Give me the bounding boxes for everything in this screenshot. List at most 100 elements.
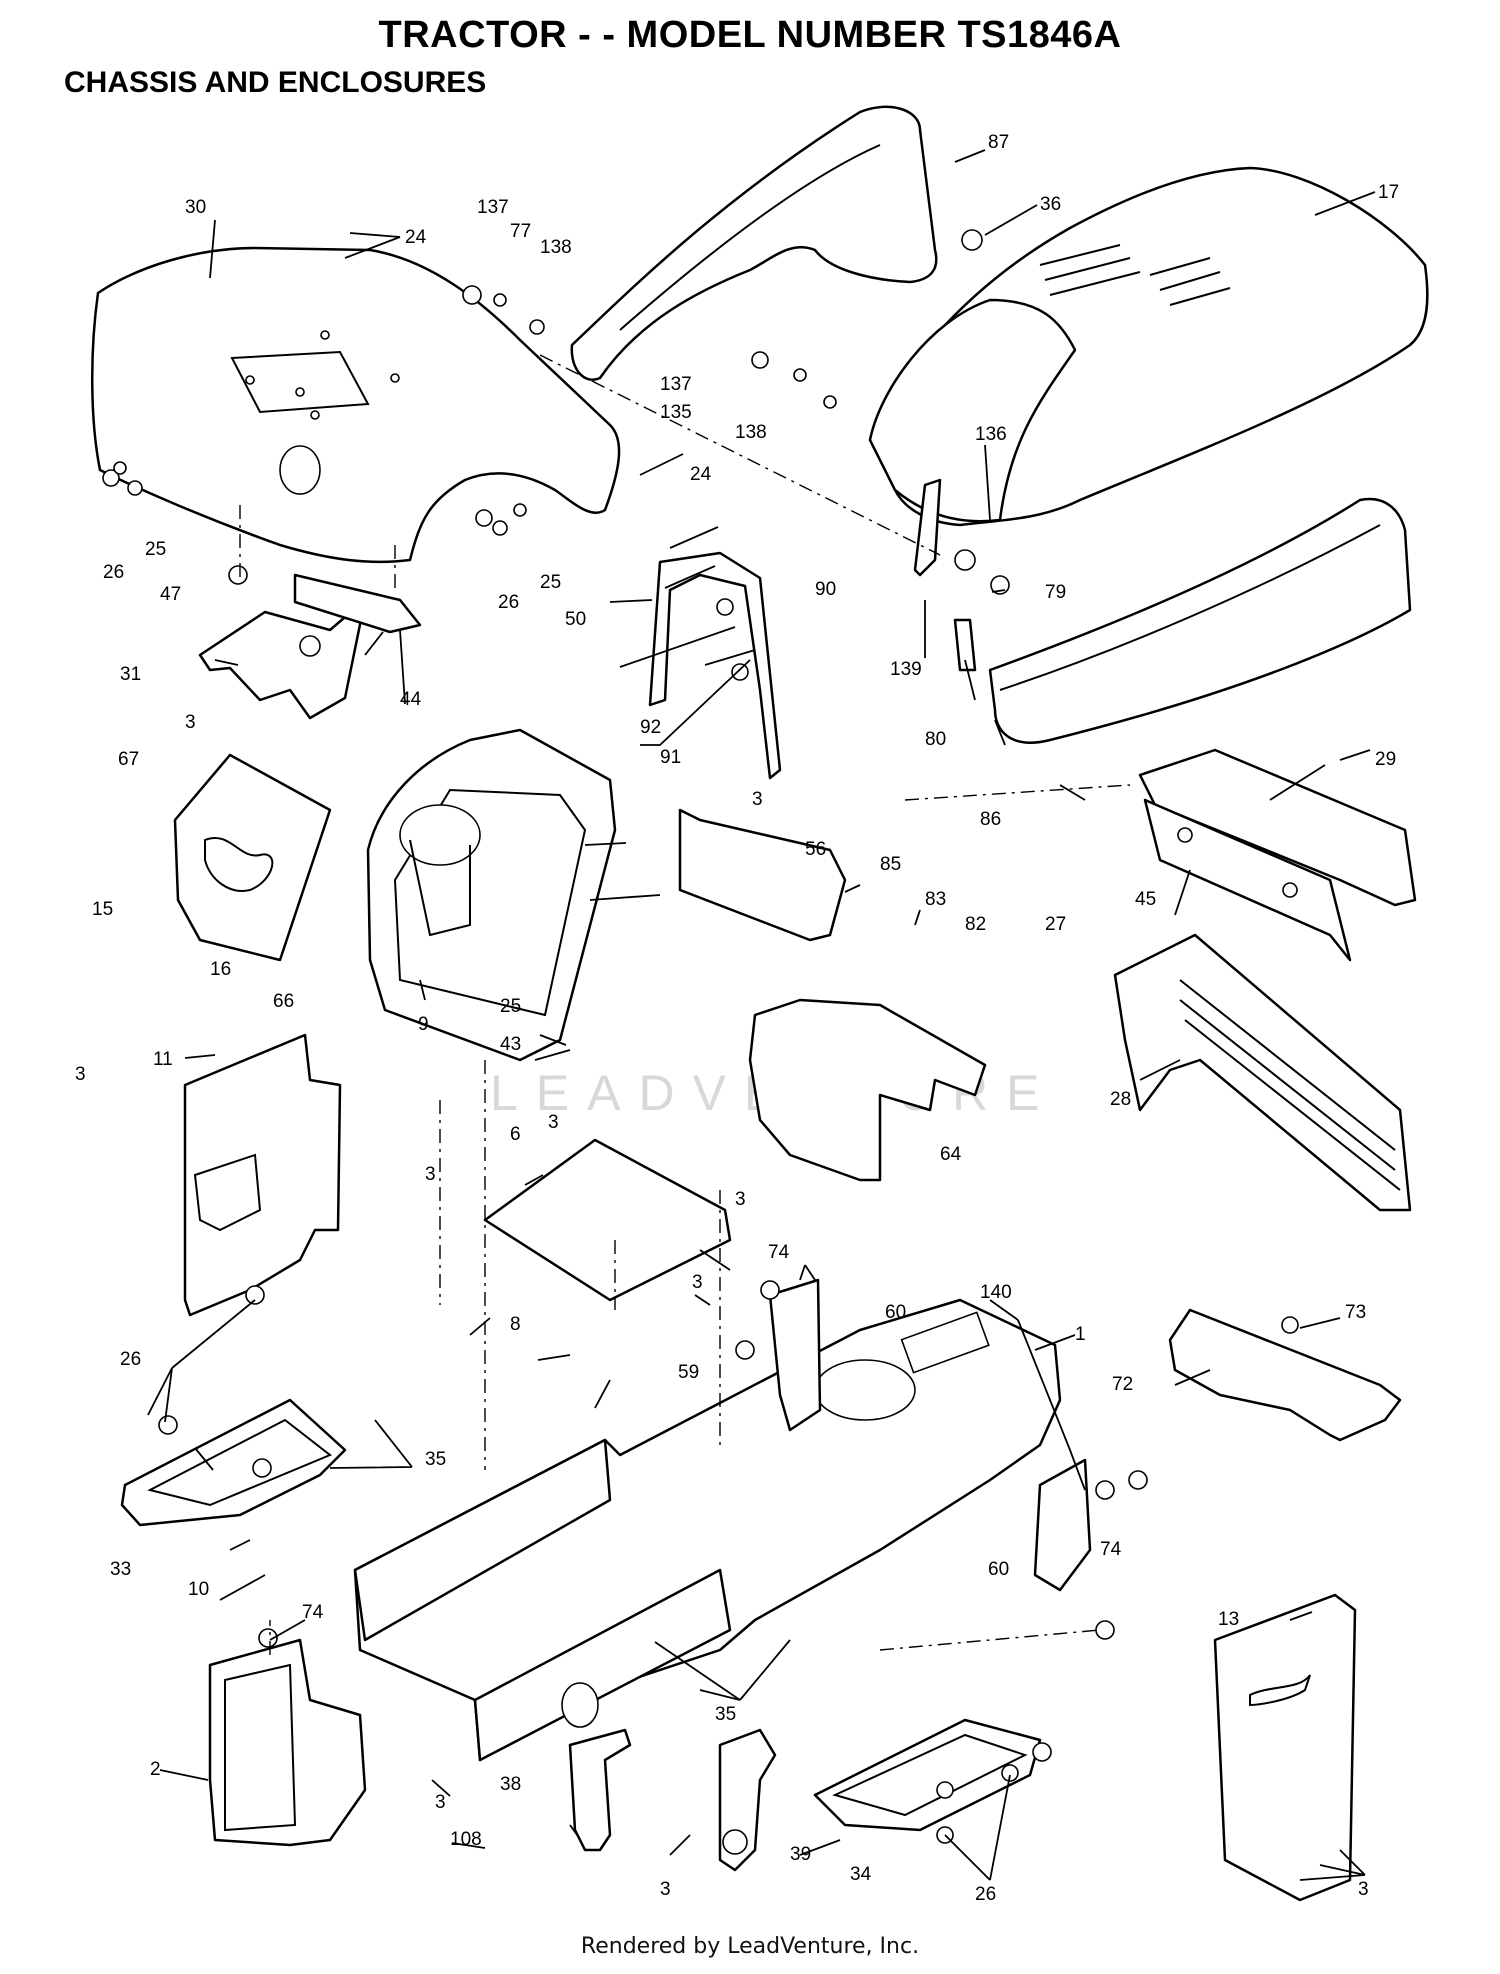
callout-86: 86: [980, 809, 1001, 830]
callout-138: 138: [540, 237, 572, 258]
part-140-bracket-right[interactable]: [1033, 1458, 1092, 1592]
callout-26b: 26: [498, 592, 519, 613]
part-13-side-panel[interactable]: [1213, 1593, 1357, 1902]
part-86-grille-shell[interactable]: [988, 497, 1412, 744]
part-34-footrest-right[interactable]: [813, 1718, 1042, 1832]
callout-3h: 3: [435, 1792, 446, 1813]
part-39-bracket[interactable]: [718, 1728, 777, 1872]
part-30-rear-fender[interactable]: [91, 246, 621, 564]
callout-3c: 3: [75, 1064, 86, 1085]
callout-11: 11: [153, 1049, 173, 1070]
callout-labels: 87 17 36 30 24 137 77 138 137 135 138 13…: [75, 132, 1399, 1905]
callout-138b: 138: [735, 422, 767, 443]
part-6-plate[interactable]: [483, 1138, 732, 1302]
part-9-console[interactable]: [366, 728, 617, 1062]
callout-137b: 137: [660, 374, 692, 395]
callout-39: 39: [790, 1844, 811, 1865]
callout-38: 38: [500, 1774, 521, 1795]
callout-72: 72: [1112, 1374, 1133, 1395]
callout-3j: 3: [1358, 1879, 1369, 1900]
callout-13: 13: [1218, 1609, 1239, 1630]
callout-3e: 3: [425, 1164, 436, 1185]
callout-3i: 3: [660, 1879, 671, 1900]
callout-140: 140: [980, 1282, 1012, 1303]
callout-83: 83: [925, 889, 946, 910]
callout-29: 29: [1375, 749, 1396, 770]
part-38-bracket[interactable]: [568, 1728, 632, 1852]
part-64-mount[interactable]: [748, 998, 987, 1182]
callout-26: 26: [103, 562, 124, 583]
callout-79: 79: [1045, 582, 1066, 603]
part-17-hood[interactable]: [868, 166, 1429, 527]
callout-139: 139: [890, 659, 922, 680]
part-2-rear-bracket[interactable]: [208, 1638, 367, 1847]
callout-80: 80: [925, 729, 946, 750]
callout-3f: 3: [735, 1189, 746, 1210]
callout-56: 56: [805, 839, 826, 860]
callout-3b: 3: [752, 789, 763, 810]
part-140-bracket-left[interactable]: [768, 1278, 822, 1432]
hardware-fasteners: [102, 229, 1299, 1844]
callout-27: 27: [1045, 914, 1066, 935]
part-11-side-panel[interactable]: [183, 1033, 342, 1317]
part-56-panel[interactable]: [678, 808, 847, 942]
callout-15: 15: [92, 899, 113, 920]
callout-66: 66: [273, 991, 294, 1012]
callout-24b: 24: [690, 464, 712, 485]
callout-67: 67: [118, 749, 139, 770]
part-66-shield[interactable]: [173, 753, 332, 962]
callout-26d: 26: [975, 1884, 996, 1905]
callout-31: 31: [120, 664, 141, 685]
callout-25b: 25: [540, 572, 561, 593]
part-31-bracket[interactable]: [198, 598, 367, 720]
callout-43: 43: [500, 1034, 521, 1055]
callout-74b: 74: [302, 1602, 324, 1623]
part-45-grille-bracket[interactable]: [1143, 798, 1352, 962]
part-44-plate[interactable]: [293, 573, 422, 634]
callout-26c: 26: [120, 1349, 141, 1370]
part-87-dash-panel[interactable]: [570, 105, 938, 381]
callout-33: 33: [110, 1559, 131, 1580]
callout-85: 85: [880, 854, 901, 875]
callout-24: 24: [405, 227, 427, 248]
callout-3: 3: [185, 712, 196, 733]
page-title: TRACTOR - - MODEL NUMBER TS1846A: [378, 14, 1122, 56]
callout-82: 82: [965, 914, 986, 935]
callout-1: 1: [1075, 1324, 1086, 1345]
callout-10: 10: [188, 1579, 209, 1600]
part-33-footrest-left[interactable]: [120, 1398, 347, 1527]
alignment-lines: [239, 354, 1131, 1655]
callout-3d: 3: [548, 1112, 559, 1133]
callout-108: 108: [450, 1829, 482, 1850]
part-50-support[interactable]: [648, 551, 782, 780]
callout-136: 136: [975, 424, 1007, 445]
leader-lines: [147, 149, 1376, 1881]
callout-16: 16: [210, 959, 231, 980]
callout-25c: 25: [500, 996, 521, 1017]
callout-87: 87: [988, 132, 1009, 153]
callout-9: 9: [418, 1014, 429, 1035]
part-72-bracket[interactable]: [1168, 1308, 1402, 1442]
callout-91: 91: [660, 747, 681, 768]
callout-50: 50: [565, 609, 586, 630]
callout-17: 17: [1378, 182, 1399, 203]
callout-74: 74: [768, 1242, 790, 1263]
callout-60: 60: [885, 1302, 906, 1323]
callout-28: 28: [1110, 1089, 1131, 1110]
callout-8: 8: [510, 1314, 521, 1335]
callout-30: 30: [185, 197, 206, 218]
footer-credit: Rendered by LeadVenture, Inc.: [580, 1934, 920, 1959]
callout-59: 59: [678, 1362, 699, 1383]
callout-64: 64: [940, 1144, 962, 1165]
callout-44: 44: [400, 689, 422, 710]
part-28-front-grille[interactable]: [1113, 933, 1412, 1212]
callout-3g: 3: [692, 1272, 703, 1293]
callout-34: 34: [850, 1864, 872, 1885]
callout-137: 137: [477, 197, 509, 218]
callout-90: 90: [815, 579, 836, 600]
part-1-main-frame[interactable]: [353, 1298, 1062, 1762]
section-subtitle: CHASSIS AND ENCLOSURES: [64, 66, 487, 99]
callout-47: 47: [160, 584, 181, 605]
callout-35b: 35: [715, 1704, 736, 1725]
